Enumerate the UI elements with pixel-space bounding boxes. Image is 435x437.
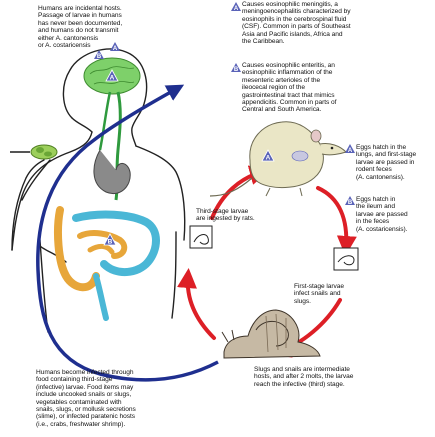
note-line: appendicitis. Common in parts of [242,99,337,107]
note-line: (i.e., crabs, freshwater shrimp). [36,420,126,428]
note-line: mesenteric arterioles of the [242,76,321,84]
note-line: reach the infective (third) stage. [254,380,345,388]
note-line: meningoencephalitis characterized by [242,8,351,16]
note-line: Humans become infected through [36,369,134,376]
note-eggs-lungs: Eggs hatch in the lungs, and first-stage… [356,144,416,181]
svg-text:B: B [348,200,353,205]
note-line: include uncooked snails or slugs, [36,391,132,399]
svg-text:A: A [348,148,353,153]
larva-box-first-stage [333,247,359,271]
note-snails-hosts: Slugs and snails are intermediate hosts,… [254,366,353,388]
note-line: Third-stage larvae [196,208,249,215]
note-line: either A. cantonensis [38,34,99,42]
note-line: Eggs hatch in the [356,144,407,151]
note-line: ileocecal region of the [242,84,305,92]
note-line: eosinophils in the cerebrospinal fluid [242,15,347,23]
stage-a-badge-hosts: A [110,42,120,51]
note-line: larvae are passed in [356,158,415,166]
note-line: the ileum and [356,203,395,211]
note-stage-a: Causes eosinophilic meningitis, a mening… [242,1,351,45]
note-line: gastrointestinal tract that mimics [242,91,335,99]
note-line: slugs. [294,297,311,305]
note-line: snails, slugs, or mollusk secretions [36,406,136,414]
note-line: (CSF). Common in parts of Southeast [242,23,351,31]
svg-text:A: A [113,46,118,51]
note-line: infect snails and [294,290,341,298]
note-line: Causes eosinophilic meningitis, a [242,1,338,8]
note-line: has never been documented, [38,19,123,27]
note-line: Eggs hatch in [356,196,396,203]
spoon-food [10,144,58,160]
note-humans-hosts: Humans are incidental hosts. Passage of … [38,5,122,49]
note-line: larvae are passed [356,210,408,218]
note-line: Humans are incidental hosts. [38,5,122,12]
note-line: are ingested by rats. [196,215,255,223]
note-line: and humans do not transmit [38,27,119,35]
human-infection-arrow [36,84,219,382]
note-first-stage-larvae: First-stage larvae infect snails and slu… [294,283,344,305]
svg-text:B: B [97,54,102,59]
larva-box-third-stage [189,225,213,249]
note-line: the Caribbean. [242,38,285,46]
note-line: (A. cantonensis). [356,173,405,181]
stage-a-badge-rat: A [261,149,275,162]
note-human-infection: Humans become infected through food cont… [36,369,136,428]
note-line: food containing third-stage [36,376,113,384]
stage-b-badge-note: B [231,63,241,72]
note-line: eosinophilic inflammation of the [242,69,333,77]
svg-text:A: A [266,155,271,162]
human-silhouette [11,48,186,333]
note-line: Central and South America. [242,106,322,114]
note-line: Passage of larvae in humans [38,12,122,20]
stage-a-badge-eggs: A [345,144,355,153]
svg-text:A: A [234,6,239,11]
stage-b-badge-eggs: B [345,196,355,205]
svg-text:B: B [234,67,239,72]
svg-text:A: A [110,75,115,82]
note-line: or A. costaricensis [38,42,91,50]
stomach [93,149,131,194]
note-line: (A. costaricensis). [356,225,408,233]
stage-b-badge-hosts: B [94,50,104,59]
stage-a-badge-brain: A [105,69,119,82]
note-line: hosts, and after 2 molts, the larvae [254,373,354,381]
stage-b-badge-intestine: B [103,233,117,246]
note-line: (slime), or infected paratenic hosts [36,413,135,421]
stage-a-badge-note: A [231,2,241,11]
note-line: lungs, and first-stage [356,151,417,159]
intestines [54,206,160,321]
snail [221,309,321,359]
note-line: Asia and Pacific islands, Africa and [242,30,343,38]
note-line: Causes eosinophilic enteritis, an [242,62,335,69]
rat [209,121,347,197]
note-line: vegetables contaminated with [36,398,122,406]
note-eggs-ileum: Eggs hatch in the ileum and larvae are p… [356,196,408,233]
note-line: First-stage larvae [294,283,345,290]
note-line: Slugs and snails are intermediate [254,366,350,373]
note-line: (infective) larvae. Food items may [36,383,134,391]
note-line: in the feces [356,218,390,226]
note-line: rodent feces [356,166,392,174]
note-stage-b: Causes eosinophilic enteritis, an eosino… [242,62,336,114]
svg-text:B: B [108,239,113,246]
note-third-stage-larvae: Third-stage larvae are ingested by rats. [196,208,255,223]
